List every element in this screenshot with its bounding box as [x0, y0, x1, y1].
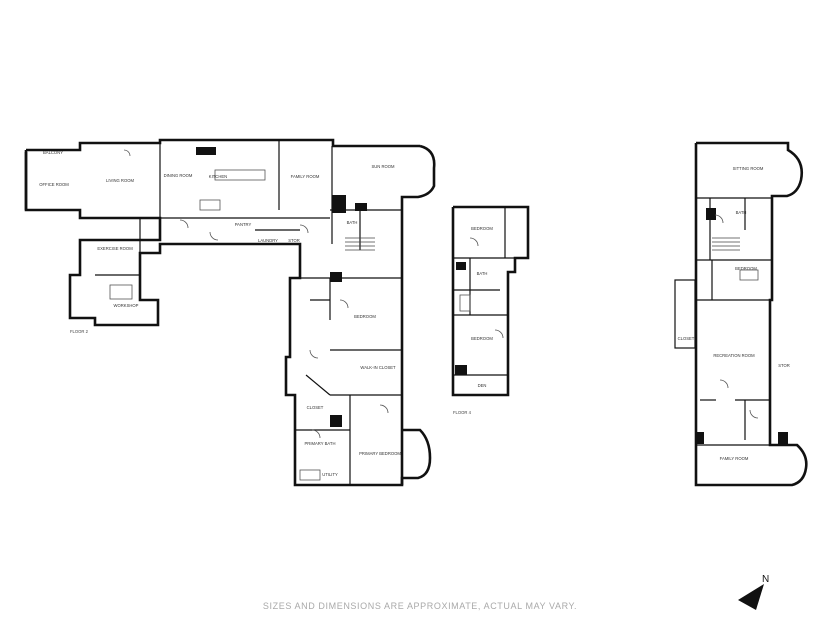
room-label-bedroom-c: BEDROOM [471, 336, 493, 341]
floor-label-left: FLOOR 2 [70, 329, 89, 334]
fixtures [109, 169, 759, 481]
room-label-primary-bath: PRIMARY BATH [305, 441, 336, 446]
floor-left-interior [79, 140, 402, 485]
room-label-exercise: EXERCISE ROOM [97, 246, 133, 251]
room-label-sitting: SITTING ROOM [733, 166, 764, 171]
floor-right-walls [694, 141, 808, 487]
room-label-recreation: RECREATION ROOM [713, 353, 755, 358]
room-label-office: OFFICE ROOM [39, 182, 69, 187]
floor-left-walls [24, 138, 436, 487]
room-label-pantry: PANTRY [235, 222, 252, 227]
floor-middle-walls [451, 205, 530, 397]
compass-label: N [762, 574, 769, 585]
floor-right-interior [674, 197, 772, 446]
room-label-sun: SUN ROOM [371, 164, 395, 169]
room-label-family: FAMILY ROOM [291, 174, 320, 179]
room-label-balcony: BALCONY [43, 150, 63, 155]
door-swings [123, 149, 759, 439]
wall-blocks [196, 147, 788, 444]
room-label-stor: STOR [288, 238, 300, 243]
room-label-living: LIVING ROOM [106, 178, 134, 183]
room-label-bath-left: BATH [347, 220, 358, 225]
room-label-workshop: WORKSHOP [114, 303, 139, 308]
room-label-closet-right: CLOSET [678, 336, 695, 341]
room-label-walkin: WALK-IN CLOSET [360, 365, 396, 370]
room-label-laundry: LAUNDRY [258, 238, 278, 243]
room-label-utility: UTILITY [322, 472, 338, 477]
compass-arrow-icon [738, 584, 764, 610]
room-label-stor-right: STOR [778, 363, 790, 368]
stairs [345, 237, 740, 251]
room-label-dining: DINING ROOM [164, 173, 193, 178]
compass-north-icon: N [738, 574, 769, 610]
room-label-bath-mid: BATH [477, 271, 488, 276]
room-label-bath-right: BATH [736, 210, 747, 215]
room-label-den: DEN [478, 383, 487, 388]
room-label-kitchen: KITCHEN [209, 174, 227, 179]
room-label-closet: CLOSET [307, 405, 324, 410]
room-label-bedroom-b: BEDROOM [471, 226, 493, 231]
room-label-primary-bed: PRIMARY BEDROOM [359, 451, 401, 456]
room-label-bedroom-a: BEDROOM [354, 314, 376, 319]
floor-middle-interior [453, 207, 515, 376]
room-label-family-right: FAMILY ROOM [720, 456, 749, 461]
room-label-bedroom-right: BEDROOM [735, 266, 757, 271]
floor-label-middle: FLOOR 4 [453, 410, 472, 415]
disclaimer-text: SIZES AND DIMENSIONS ARE APPROXIMATE, AC… [262, 601, 578, 611]
